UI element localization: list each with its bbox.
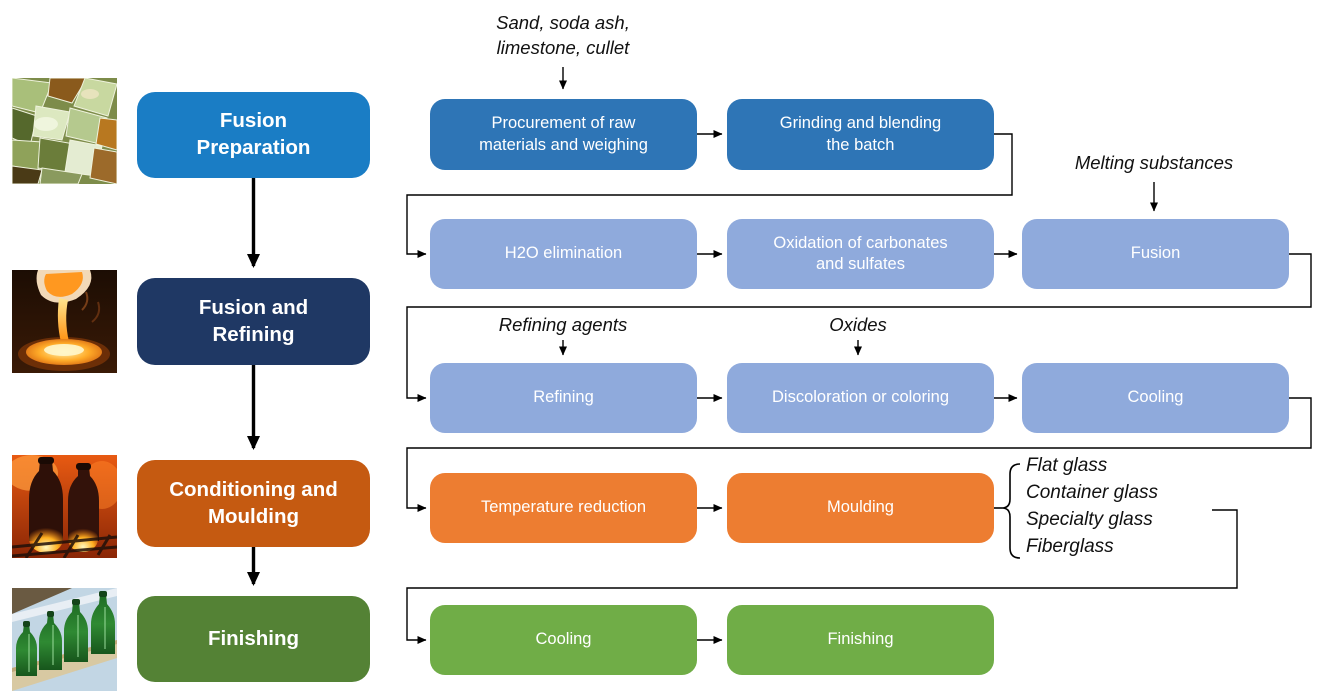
annotation-raw-materials: Sand, soda ash, limestone, cullet <box>496 12 630 58</box>
product-item-container-glass: Container glass <box>1026 482 1159 503</box>
process-box-discoloration: Discoloration or coloring <box>727 363 994 433</box>
glowing-bottles-photo <box>12 455 117 558</box>
process-box-oxidation: Oxidation of carbonates and sulfates <box>727 219 994 289</box>
product-item-specialty-glass: Specialty glass <box>1026 509 1153 530</box>
stage-box-fusion-and-refining: Fusion and Refining <box>137 278 370 365</box>
stage-box-fusion-preparation: Fusion Preparation <box>137 92 370 178</box>
process-box-finishing: Finishing <box>727 605 994 675</box>
molten-glass-pour-photo <box>12 270 117 373</box>
products-brace <box>992 463 1021 559</box>
process-box-refining: Refining <box>430 363 697 433</box>
process-box-temperature-reduction: Temperature reduction <box>430 473 697 543</box>
glass-products-list: Flat glass Container glass Specialty gla… <box>1026 452 1158 560</box>
annotation-melting-substances: Melting substances <box>1074 152 1234 173</box>
process-box-fusion: Fusion <box>1022 219 1289 289</box>
process-box-procurement: Procurement of raw materials and weighin… <box>430 99 697 170</box>
product-item-flat-glass: Flat glass <box>1026 455 1108 476</box>
process-box-cooling-1: Cooling <box>1022 363 1289 433</box>
glass-cullet-photo <box>12 78 117 184</box>
product-item-fiberglass: Fiberglass <box>1026 536 1114 557</box>
stage-box-finishing: Finishing <box>137 596 370 682</box>
process-box-grinding-blending: Grinding and blending the batch <box>727 99 994 170</box>
annotation-oxides: Oxides <box>829 314 887 335</box>
process-box-moulding: Moulding <box>727 473 994 543</box>
green-bottles-photo <box>12 588 117 691</box>
process-box-h2o-elimination: H2O elimination <box>430 219 697 289</box>
annotation-refining-agents: Refining agents <box>498 314 628 335</box>
stage-box-conditioning-and-moulding: Conditioning and Moulding <box>137 460 370 547</box>
process-box-cooling-2: Cooling <box>430 605 697 675</box>
